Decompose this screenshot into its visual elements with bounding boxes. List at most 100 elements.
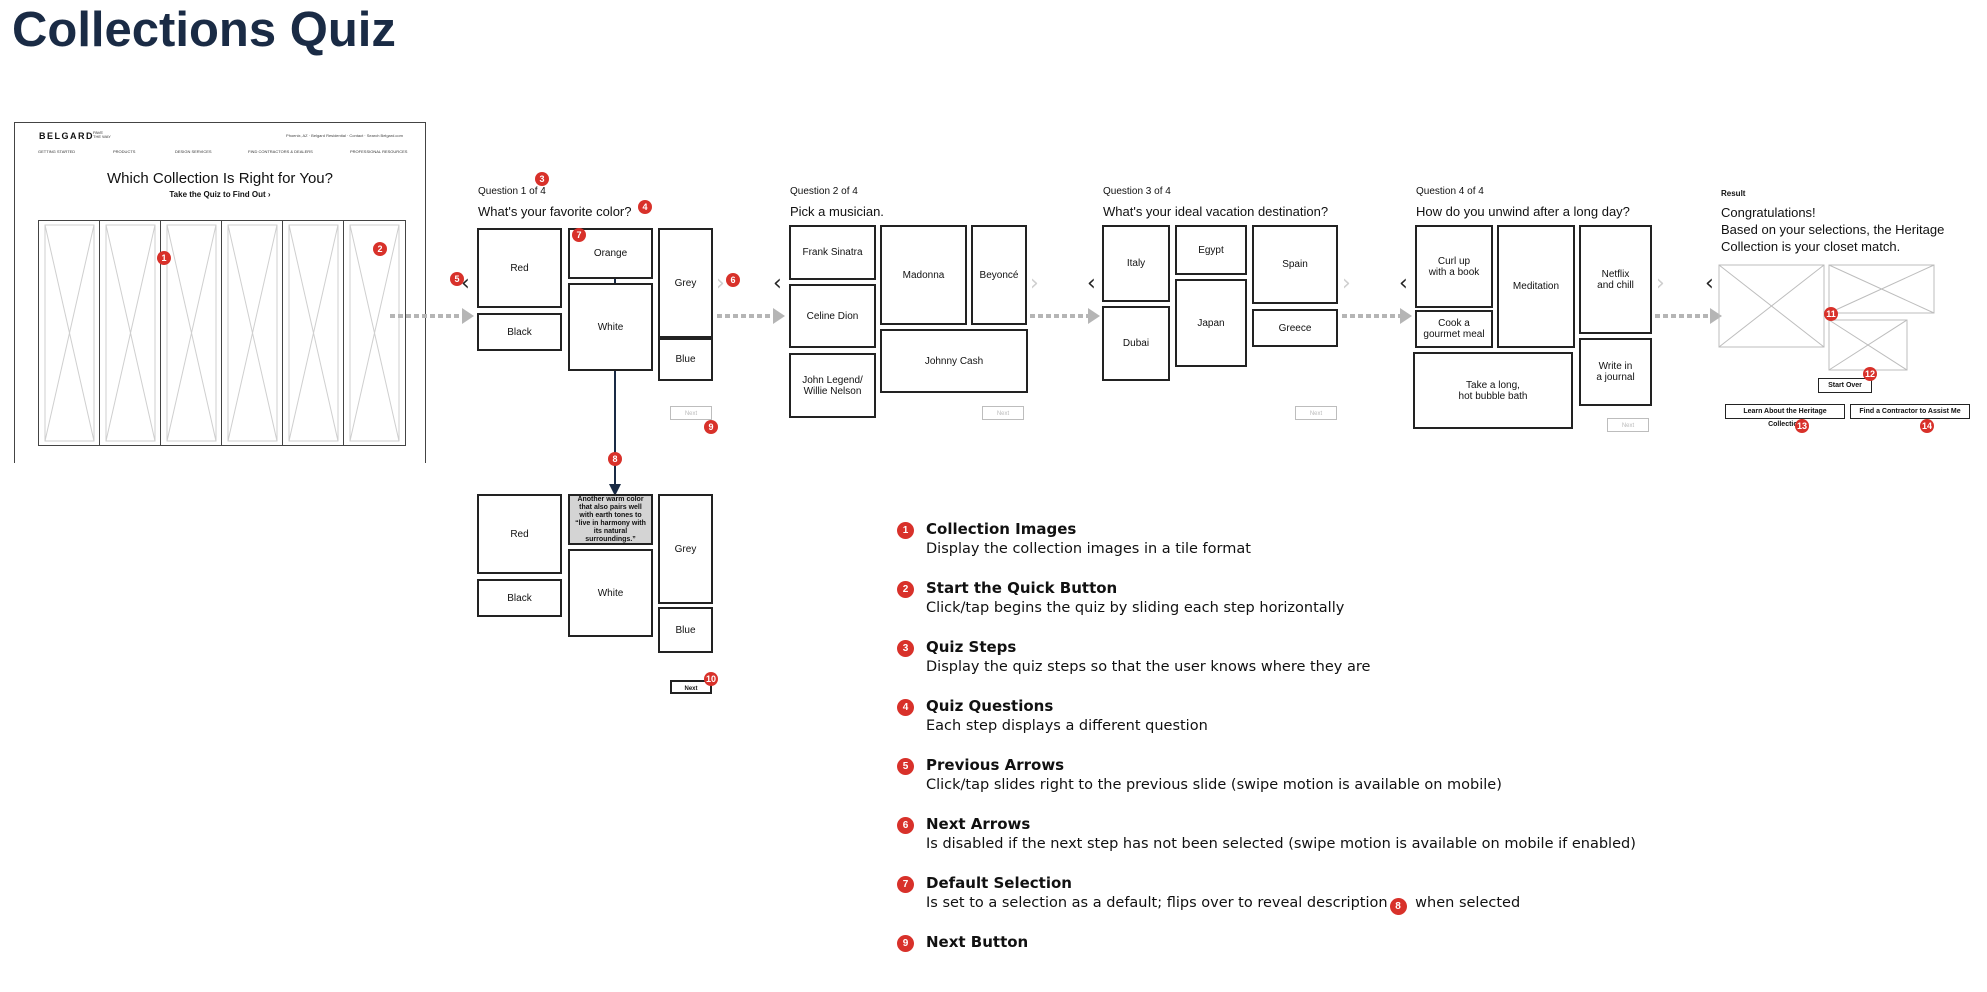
start-over-button[interactable]: Start Over [1818, 378, 1872, 393]
arrow-head [1400, 308, 1412, 324]
callout-badge: 8 [608, 452, 622, 466]
legend-item: 2 Start the Quick Button Click/tap begin… [897, 579, 1947, 638]
option-description-flipped[interactable]: Another warm color that also pairs well … [568, 494, 653, 545]
next-button[interactable]: Next [670, 406, 712, 420]
next-button-active[interactable]: Next [670, 680, 712, 694]
quiz-option[interactable]: Grey [658, 228, 713, 338]
previous-arrow-icon[interactable]: ‹ [1087, 271, 1096, 296]
quiz-step-label: Question 1 of 4 [478, 186, 546, 197]
quiz-option[interactable]: Meditation [1497, 225, 1575, 348]
next-arrow-icon[interactable]: › [1342, 271, 1351, 296]
callout-badge: 1 [157, 251, 171, 265]
previous-arrow-icon[interactable]: ‹ [1705, 271, 1714, 296]
legend-description: Click/tap slides right to the previous s… [926, 777, 1502, 793]
nav-item-find-contractors[interactable]: FIND CONTRACTORS & DEALERS [248, 149, 313, 154]
collection-tiles [38, 220, 406, 446]
quiz-option[interactable]: Cook a gourmet meal [1415, 310, 1493, 348]
landing-frame: BELGARD PAVE THE WAY Phoenix, AZ · Belga… [14, 122, 426, 463]
quiz-option[interactable]: Johnny Cash [880, 329, 1028, 393]
legend-number: 3 [897, 640, 914, 657]
next-button[interactable]: Next [1607, 418, 1649, 432]
collection-tile[interactable] [344, 221, 405, 445]
collection-tile[interactable] [283, 221, 344, 445]
nav-item-professional-resources[interactable]: PROFESSIONAL RESOURCES [350, 149, 408, 154]
quiz-option[interactable]: Black [477, 313, 562, 351]
quiz-option[interactable]: Beyoncé [971, 225, 1027, 325]
callout-badge: 13 [1795, 419, 1809, 433]
arrow-head [1088, 308, 1100, 324]
callout-badge: 6 [726, 273, 740, 287]
legend-title: Next Arrows [926, 815, 1031, 833]
quiz-option[interactable]: Red [477, 228, 562, 308]
quiz-option[interactable]: Netflix and chill [1579, 225, 1652, 334]
legend-item: 3 Quiz Steps Display the quiz steps so t… [897, 638, 1947, 697]
quiz-option[interactable]: Red [477, 494, 562, 574]
annotation-legend: 1 Collection Images Display the collecti… [897, 520, 1947, 992]
legend-description-tail: when selected [1410, 895, 1521, 911]
quiz-option[interactable]: Dubai [1102, 306, 1170, 381]
quiz-option[interactable]: Japan [1175, 279, 1247, 367]
learn-collection-button[interactable]: Learn About the Heritage Collection [1725, 404, 1845, 428]
legend-item: 7 Default Selection Is set to a selectio… [897, 874, 1947, 933]
callout-badge: 5 [450, 272, 464, 286]
legend-item: 1 Collection Images Display the collecti… [897, 520, 1947, 579]
collection-tile[interactable] [161, 221, 222, 445]
legend-description: Click/tap begins the quiz by sliding eac… [926, 600, 1345, 616]
quiz-option[interactable]: Frank Sinatra [789, 225, 876, 280]
next-arrow-icon[interactable]: › [716, 271, 725, 296]
quiz-option[interactable]: Egypt [1175, 225, 1247, 275]
legend-item: 6 Next Arrows Is disabled if the next st… [897, 815, 1947, 874]
callout-badge: 4 [638, 200, 652, 214]
quiz-option[interactable]: Blue [658, 338, 713, 381]
legend-number: 4 [897, 699, 914, 716]
nav-item-getting-started[interactable]: GETTING STARTED [38, 149, 76, 154]
quiz-option[interactable]: White [568, 283, 653, 371]
quiz-option[interactable]: Grey [658, 494, 713, 604]
quiz-option[interactable]: Blue [658, 607, 713, 653]
legend-inline-number: 8 [1389, 898, 1407, 915]
legend-description: Is set to a selection as a default; flip… [926, 895, 1521, 915]
legend-number: 6 [897, 817, 914, 834]
previous-arrow-icon[interactable]: ‹ [461, 271, 470, 296]
legend-title: Quiz Steps [926, 638, 1017, 656]
previous-arrow-icon[interactable]: ‹ [1399, 271, 1408, 296]
legend-title: Quiz Questions [926, 697, 1054, 715]
quiz-option[interactable]: White [568, 549, 653, 637]
quiz-option[interactable]: Spain [1252, 225, 1338, 304]
belgard-logo[interactable]: BELGARD [39, 131, 94, 141]
quiz-option[interactable]: Black [477, 579, 562, 617]
quiz-option[interactable]: Italy [1102, 225, 1170, 302]
legend-item: 5 Previous Arrows Click/tap slides right… [897, 756, 1947, 815]
quiz-option[interactable]: Madonna [880, 225, 967, 325]
collection-tile[interactable] [39, 221, 100, 445]
next-arrow-icon[interactable]: › [1656, 271, 1665, 296]
utility-nav[interactable]: Phoenix, AZ · Belgard Residential · Cont… [286, 133, 403, 138]
legend-item: 4 Quiz Questions Each step displays a di… [897, 697, 1947, 756]
start-quiz-button[interactable]: Take the Quiz to Find Out › [15, 190, 425, 199]
collection-tile[interactable] [100, 221, 161, 445]
legend-number: 2 [897, 581, 914, 598]
quiz-hero-heading: Which Collection Is Right for You? [107, 170, 333, 187]
legend-number: 9 [897, 935, 914, 952]
quiz-option[interactable]: Greece [1252, 309, 1338, 347]
callout-badge: 10 [704, 672, 718, 686]
quiz-option[interactable]: Curl up with a book [1415, 225, 1493, 308]
callout-badge: 12 [1863, 367, 1877, 381]
quiz-option[interactable]: Take a long, hot bubble bath [1413, 352, 1573, 429]
previous-arrow-icon[interactable]: ‹ [773, 271, 782, 296]
find-contractor-button[interactable]: Find a Contractor to Assist Me [1850, 404, 1970, 419]
quiz-option[interactable]: Write in a journal [1579, 338, 1652, 406]
legend-number: 1 [897, 522, 914, 539]
quiz-question: How do you unwind after a long day? [1416, 204, 1630, 219]
nav-item-products[interactable]: PRODUCTS [113, 149, 136, 154]
next-arrow-icon[interactable]: › [1030, 271, 1039, 296]
next-button[interactable]: Next [982, 406, 1024, 420]
collection-tile[interactable] [222, 221, 283, 445]
nav-item-design-services[interactable]: DESIGN SERVICES [175, 149, 212, 154]
callout-badge: 7 [572, 228, 586, 242]
next-button[interactable]: Next [1295, 406, 1337, 420]
quiz-option[interactable]: John Legend/ Willie Nelson [789, 353, 876, 418]
quiz-option[interactable]: Celine Dion [789, 284, 876, 348]
quiz-step-label: Question 4 of 4 [1416, 186, 1484, 197]
callout-badge: 14 [1920, 419, 1934, 433]
